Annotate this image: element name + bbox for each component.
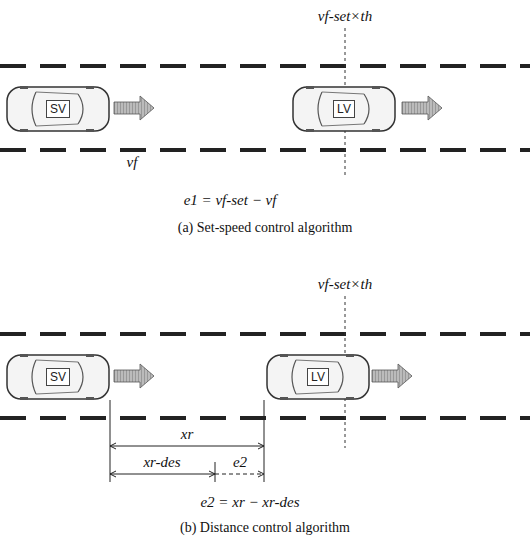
lane-marking	[0, 64, 530, 68]
math-label: vf-set×th	[316, 275, 374, 293]
math-label: xr-des	[141, 453, 182, 471]
vehicle-label: LV	[307, 368, 329, 386]
vehicle: LV	[266, 354, 370, 400]
vehicle: LV	[292, 86, 396, 132]
motion-arrow	[114, 96, 154, 120]
panel-caption: (a) Set-speed control algorithm	[176, 219, 355, 237]
math-label: e2 = xr − xr-des	[198, 493, 301, 511]
vehicle: SV	[6, 86, 110, 132]
math-label: xr	[179, 425, 196, 443]
math-label: vf-set×th	[316, 7, 374, 25]
motion-arrow	[402, 96, 442, 120]
vehicle: SV	[6, 354, 110, 400]
math-label: e2	[231, 453, 249, 471]
lane-marking	[0, 416, 530, 420]
vehicle-label: LV	[333, 100, 355, 118]
math-label: vf	[125, 153, 140, 171]
motion-arrow	[114, 364, 154, 388]
dimension-lines	[110, 400, 264, 482]
panel-caption: (b) Distance control algorithm	[178, 519, 352, 537]
lane-marking	[0, 332, 530, 336]
motion-arrow	[372, 364, 412, 388]
lane-marking	[0, 148, 530, 152]
vehicle-label: SV	[46, 100, 70, 118]
math-label: e1 = vf-set − vf	[182, 191, 279, 209]
vehicle-label: SV	[46, 368, 70, 386]
